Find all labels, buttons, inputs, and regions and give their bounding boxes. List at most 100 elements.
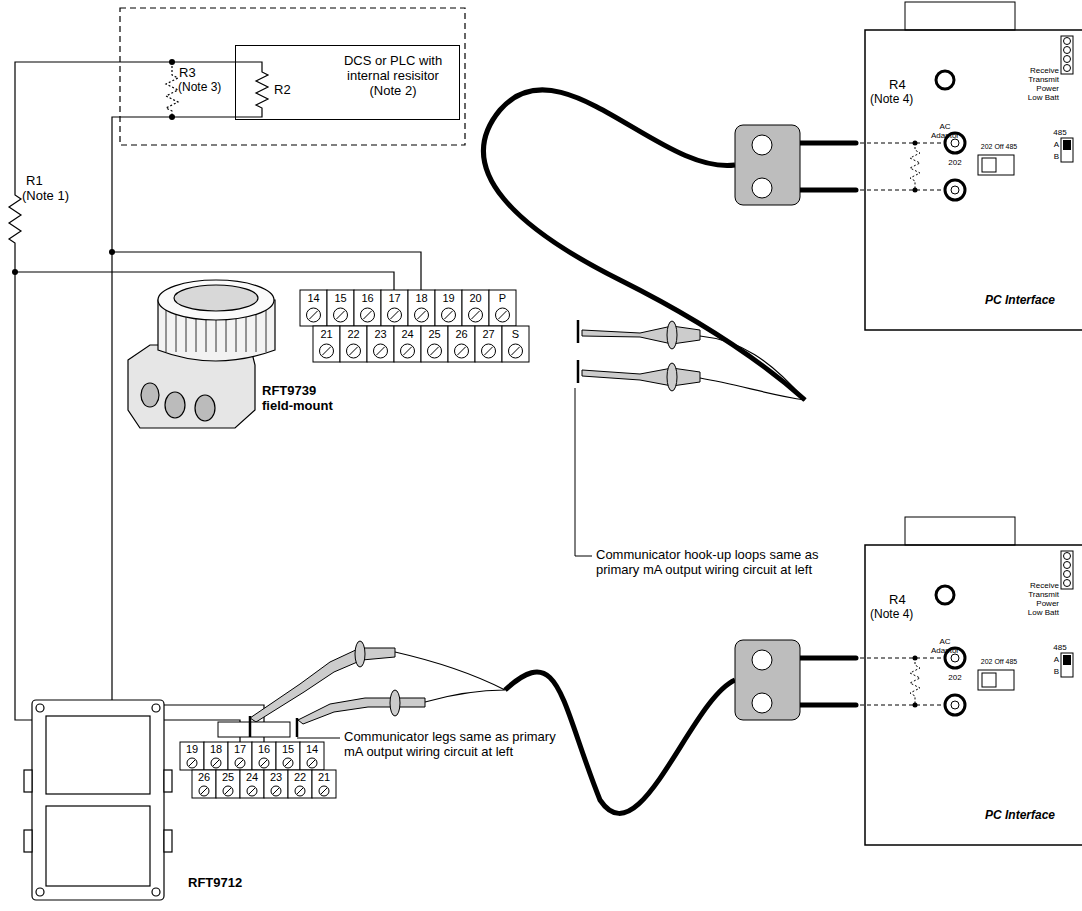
rft9712-housing [24,700,172,900]
terminal-number: 20 [462,292,489,305]
dashed-enclosure [120,8,465,145]
terminal-number: 14 [300,743,324,756]
junction-dot [109,249,115,255]
plug-socket [752,650,772,670]
screw-slot [498,311,506,319]
plug-pin [800,141,856,146]
terminal-screw [401,344,415,358]
terminal-screw [469,308,483,322]
terminal-cell [367,326,394,362]
resistor-symbol [166,62,178,117]
terminal-screw [374,344,388,358]
terminal-screw [509,344,523,358]
led [1064,38,1071,45]
panel-label: PC Interface [965,809,1075,823]
led-panel [1061,36,1073,74]
led [1064,562,1071,569]
panel-label: Receive [975,581,1059,590]
banana-plug [735,640,800,720]
terminal-number: 17 [381,292,408,305]
terminal-cell [489,290,516,326]
terminal-screw [211,758,221,768]
terminal-screw [388,308,402,322]
screw-slot [511,347,519,355]
terminal-cell [354,290,381,326]
switch [1061,138,1073,162]
device-name: RFT9739 field-mount [262,384,344,414]
screw-slot [349,347,357,355]
pc-case [865,545,1082,845]
panel-label: 202 Off 485 [969,143,1029,151]
terminal-number: 18 [408,292,435,305]
panel-label: 202 [940,673,970,682]
terminal-number: 26 [192,771,216,784]
led [1064,553,1071,560]
jack [945,180,965,200]
terminal-screw [319,786,329,796]
screw-slot [285,760,291,766]
terminal-screw [455,344,469,358]
terminal-number: 24 [394,328,421,341]
panel-label: Receive [975,66,1059,75]
dashed-lead [860,705,944,706]
dashed-lead [860,658,944,659]
screw-slot [376,347,384,355]
terminal-screw [307,758,317,768]
pc-interface: AC AdaptorReceiveTransmitPowerLow Batt48… [865,30,1082,330]
screw-slot [309,311,317,319]
terminal-cell [204,742,228,770]
note-label: (Note 4) [870,93,913,107]
screw-slot [403,347,411,355]
panel-label: B [1045,667,1059,676]
terminal-cell [327,290,354,326]
led [1064,47,1071,54]
pc-case [865,30,1082,330]
terminal-cell [394,326,421,362]
terminal-cell [180,742,204,770]
terminal-number: 16 [252,743,276,756]
resistor-label: R1 [26,174,43,189]
terminal-cell [300,742,324,770]
terminal-number: 16 [354,292,381,305]
led [1064,65,1071,72]
terminal-number: 27 [475,328,502,341]
screw-slot [321,788,327,794]
terminal-cell [448,326,475,362]
junction-dot [12,269,18,275]
plug-pin [800,656,856,661]
resistor-symbol [910,658,920,705]
jack [945,695,965,715]
panel-label: Transmit [975,590,1059,599]
switch-knob [982,158,996,172]
terminal-screw [320,344,334,358]
terminal-screw [482,344,496,358]
terminal-number: S [502,328,529,341]
terminal-screw [259,758,269,768]
screw-slot [417,311,425,319]
callout-text: Communicator legs same as primary mA out… [344,730,572,760]
terminal-number: 26 [448,328,475,341]
panel-label: AC Adaptor [927,637,963,655]
screw-slot [336,311,344,319]
jack-hole [951,701,959,709]
screw-slot [261,760,267,766]
terminal-number: 22 [288,771,312,784]
wire [112,252,421,290]
switch-knob [982,673,996,687]
terminal-number: 19 [435,292,462,305]
terminal-number: 21 [312,771,336,784]
terminal-block [180,290,529,798]
terminal-number: 22 [340,328,367,341]
serial-connector [905,517,1015,545]
panel-label: 485 [1045,128,1075,137]
terminal-screw [199,786,209,796]
r2-wire [112,62,268,742]
terminal-cell [192,770,216,798]
resistor-label: R4 [889,593,906,608]
led [1064,571,1071,578]
terminal-cell [216,770,240,798]
rft9739-housing [128,280,275,428]
terminal-screw [235,758,245,768]
terminal-cell [462,290,489,326]
